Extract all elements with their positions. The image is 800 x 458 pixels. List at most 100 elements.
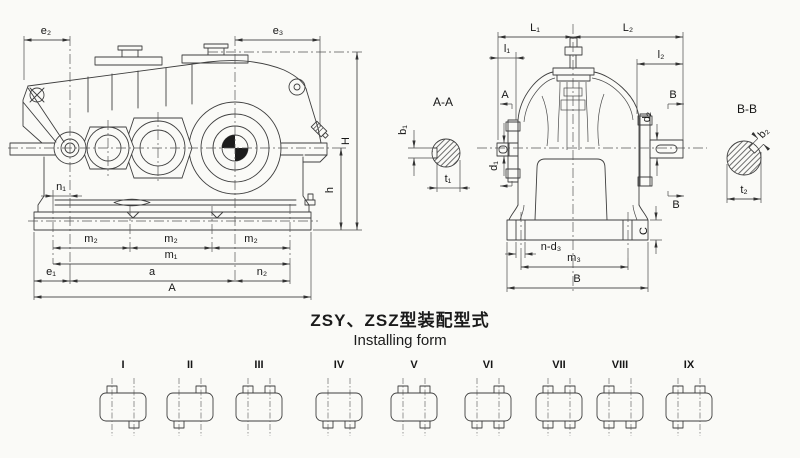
- gearbox-body-outline: [665, 392, 713, 422]
- dim-label-b2: b₂: [756, 125, 772, 141]
- form-numeral: VI: [483, 359, 493, 371]
- shaft-stub-bottom-left: [471, 420, 483, 429]
- keyway-aa: [432, 147, 438, 159]
- shaft-stub-bottom-left: [173, 420, 185, 429]
- section-aa-drawing: [431, 138, 461, 168]
- gearbox-body-outline: [464, 392, 512, 422]
- shaft-stub-top-left: [542, 385, 554, 394]
- extension-and-chain-lines: [8, 24, 707, 292]
- input-shaft-stub: [496, 142, 519, 157]
- shaft-stub-top-right: [493, 385, 505, 394]
- caption-chinese: ZSY、ZSZ型装配型式: [310, 311, 490, 330]
- dim-label-n1: n₁: [56, 181, 66, 193]
- section-bb-drawing: [726, 140, 762, 176]
- dimension-labels: e₂ e₃ Hh n₁ m₂ m₂ m₂ m₁ e₁ a n₂ A A-A b₁ t₁ L₁ L₂ l₁ l₂ A B B…: [41, 22, 772, 294]
- shaft-stub-bottom-left: [322, 420, 334, 429]
- dim-label-t2: t₂: [740, 184, 747, 196]
- installing-form-IX: IX: [657, 352, 721, 440]
- installing-form-V: V: [382, 352, 446, 440]
- gearbox-body-outline: [315, 392, 363, 422]
- output-shaft-stub: [649, 139, 684, 159]
- form-numeral: I: [121, 359, 124, 371]
- dim-label-m2-3: m₂: [244, 233, 257, 245]
- inspection-cover-2: [181, 43, 249, 64]
- shaft-stub-bottom-right: [344, 420, 356, 429]
- assembly-drawing: e₂ e₃ Hh n₁ m₂ m₂ m₂ m₁ e₁ a n₂ A A-A b₁ t₁ L₁ L₂ l₁ l₂ A B B…: [8, 22, 772, 300]
- lifting-eye-left: [29, 87, 45, 103]
- dim-label-d2: d₂: [641, 112, 653, 122]
- keyway-bb: [748, 143, 759, 154]
- gearbox-body-outline: [235, 392, 283, 422]
- shaft-stub-bottom-right: [419, 420, 431, 429]
- dim-label-L2: L₂: [623, 22, 633, 34]
- dim-label-L1: L₁: [530, 22, 540, 34]
- side-view-drawing: [9, 43, 329, 231]
- dim-label-l2: l₂: [658, 49, 665, 61]
- dim-label-m3: m₃: [567, 252, 581, 264]
- dim-label-m1: m₁: [165, 249, 178, 261]
- form-numeral: V: [410, 359, 418, 371]
- cut-label-b-top: B: [669, 89, 676, 101]
- section-bb-title: B-B: [737, 102, 757, 116]
- dim-label-d1: d₁: [488, 161, 500, 171]
- form-numeral: IX: [684, 359, 695, 371]
- installing-form-VII: VII: [527, 352, 591, 440]
- shaft-stub-bottom-left: [672, 420, 684, 429]
- shaft-stub-top-left: [603, 385, 615, 394]
- dim-label-l1: l₁: [504, 43, 510, 55]
- shaft-stub-bottom-right: [625, 420, 637, 429]
- oil-gauge-lens: [113, 198, 151, 207]
- caption-english: Installing form: [353, 332, 447, 349]
- dim-label-m2-1: m₂: [84, 233, 97, 245]
- dim-label-n-d3: n-d₃: [541, 241, 561, 253]
- form-numeral: III: [254, 359, 263, 371]
- dim-label-e3: e₃: [273, 25, 284, 37]
- dim-label-b1: b₁: [397, 125, 409, 135]
- gearbox-body-outline: [166, 392, 214, 422]
- installing-form-IV: IV: [307, 352, 371, 440]
- installing-form-VI: VI: [456, 352, 520, 440]
- dim-label-t1: t₁: [445, 173, 452, 185]
- oil-plug: [310, 120, 329, 139]
- installing-form-VIII: VIII: [588, 352, 652, 440]
- gearbox-body-outline: [99, 392, 147, 422]
- shaft-stub-bottom-right: [493, 420, 505, 429]
- installing-form-II: II: [158, 352, 222, 440]
- dim-label-h: h: [324, 187, 336, 193]
- dim-label-m2-2: m₂: [164, 233, 177, 245]
- dim-label-e1: e₁: [46, 266, 56, 278]
- shaft-stub-bottom-right: [564, 420, 576, 429]
- section-aa-title: A-A: [433, 95, 453, 109]
- shaft-stub-top-left: [397, 385, 409, 394]
- inspection-cover-1: [94, 45, 163, 66]
- installing-form-III: III: [227, 352, 291, 440]
- shaft-stub-top-left: [672, 385, 684, 394]
- shaft-stub-bottom-left: [542, 420, 554, 429]
- shaft-stub-top-right: [264, 385, 276, 394]
- shaft-stub-top-right: [564, 385, 576, 394]
- dim-label-a: a: [149, 266, 156, 278]
- dimension-lines: [23, 32, 771, 300]
- form-numeral: IV: [334, 359, 345, 371]
- shaft-stub-bottom-left: [603, 420, 615, 429]
- cut-label-b-bottom: B: [672, 199, 679, 211]
- dim-label-H: H: [340, 137, 352, 145]
- gearbox-body-outline: [390, 392, 438, 422]
- shaft-stub-top-left: [242, 385, 254, 394]
- dim-label-e2: e₂: [41, 25, 51, 37]
- gearbox-body-outline: [535, 392, 583, 422]
- dim-label-B: B: [573, 273, 580, 285]
- lifting-eye-right: [288, 78, 306, 96]
- housing-ribs: [541, 81, 605, 147]
- dim-label-A: A: [168, 282, 176, 294]
- shaft-stub-bottom-right: [128, 420, 140, 429]
- shaft-stub-top-right: [195, 385, 207, 394]
- shaft-stub-top-left: [106, 385, 118, 394]
- caption: ZSY、ZSZ型装配型式 Installing form: [0, 306, 800, 349]
- dim-label-n2: n₂: [257, 266, 267, 278]
- dim-label-C: C: [638, 227, 650, 235]
- centroid-symbol: [222, 135, 248, 161]
- installing-form-I: I: [91, 352, 155, 440]
- form-numeral: VIII: [612, 359, 629, 371]
- cut-label-a-top: A: [501, 89, 509, 101]
